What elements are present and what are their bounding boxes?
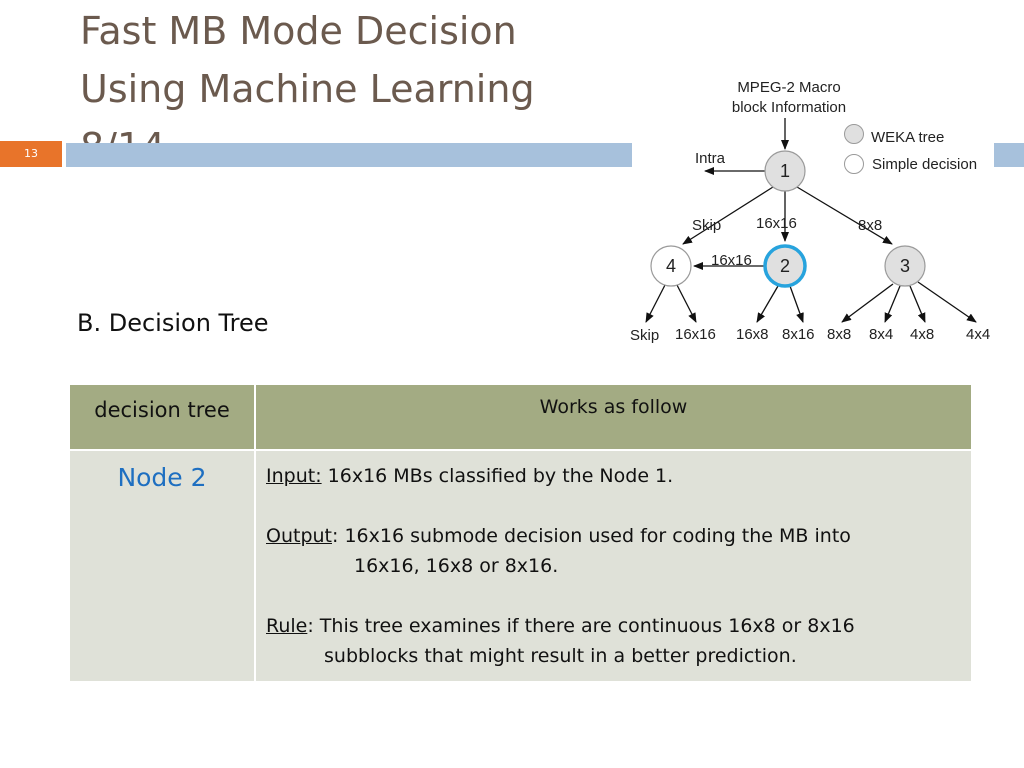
leaf-arrow-16x16 bbox=[676, 284, 697, 323]
leaf-16x8: 16x8 bbox=[736, 326, 769, 343]
node-4-label: 4 bbox=[666, 256, 676, 276]
slide-title: Fast MB Mode Decision Using Machine Lear… bbox=[80, 2, 640, 176]
node-1-label: 1 bbox=[780, 161, 790, 181]
node-3-circle bbox=[884, 245, 926, 287]
n1-to-n3-arrow bbox=[796, 186, 893, 245]
input-label-line-2: block Information bbox=[732, 99, 846, 116]
title-line-1: Fast MB Mode Decision bbox=[80, 9, 517, 53]
table-row: Node 2 Input: 16x16 MBs classified by th… bbox=[68, 449, 973, 683]
legend-weka-swatch bbox=[844, 124, 864, 144]
header-decision-tree: decision tree bbox=[68, 383, 256, 451]
leaf-4x4: 4x4 bbox=[966, 326, 990, 343]
slide-number: 13 bbox=[24, 147, 38, 160]
leaf-skip: Skip bbox=[630, 327, 659, 344]
leaf-16x16: 16x16 bbox=[675, 326, 716, 343]
node-4-circle bbox=[650, 245, 692, 287]
node-2-label: 2 bbox=[780, 256, 790, 276]
rule-continuation: subblocks that might result in a better … bbox=[324, 645, 797, 667]
output-text: : 16x16 submode decision used for coding… bbox=[332, 525, 851, 547]
input-paragraph: Input: 16x16 MBs classified by the Node … bbox=[266, 461, 961, 491]
leaf-8x8: 8x8 bbox=[827, 326, 851, 343]
legend-simple-label: Simple decision bbox=[872, 156, 977, 173]
node-cell: Node 2 bbox=[68, 449, 256, 683]
slide-number-band bbox=[0, 141, 62, 167]
edge-label-skip: Skip bbox=[692, 217, 721, 234]
rule-paragraph: Rule: This tree examines if there are co… bbox=[266, 611, 961, 671]
node-3-label: 3 bbox=[900, 256, 910, 276]
rule-label: Rule bbox=[266, 615, 308, 637]
description-cell: Input: 16x16 MBs classified by the Node … bbox=[254, 449, 973, 683]
leaf-8x16: 8x16 bbox=[782, 326, 815, 343]
edge-label-n1-to-n2: 16x16 bbox=[756, 215, 797, 232]
output-paragraph: Output: 16x16 submode decision used for … bbox=[266, 521, 961, 581]
edge-label-n2-to-n4: 16x16 bbox=[711, 252, 752, 269]
legend-simple-swatch bbox=[844, 154, 864, 174]
decision-tree-table: decision tree Works as follow Node 2 Inp… bbox=[68, 383, 973, 683]
output-label: Output bbox=[266, 525, 332, 547]
edge-label-intra: Intra bbox=[695, 150, 726, 167]
edge-label-n1-to-n3: 8x8 bbox=[858, 217, 882, 234]
header-works-as-follow: Works as follow bbox=[254, 383, 973, 451]
leaf-arrow-16x8 bbox=[756, 285, 779, 323]
leaf-arrow-4x4 bbox=[917, 281, 977, 323]
leaf-8x4: 8x4 bbox=[869, 326, 893, 343]
input-label-line-1: MPEG-2 Macro bbox=[737, 79, 840, 96]
leaf-arrow-8x8 bbox=[841, 283, 894, 323]
title-line-2: Using Machine Learning bbox=[80, 67, 535, 111]
leaf-arrow-skip bbox=[645, 284, 666, 323]
title-band-right bbox=[994, 143, 1024, 167]
legend-weka-label: WEKA tree bbox=[871, 129, 944, 146]
rule-text: : This tree examines if there are contin… bbox=[307, 615, 855, 637]
table-header-row: decision tree Works as follow bbox=[68, 383, 973, 451]
input-text: 16x16 MBs classified by the Node 1. bbox=[321, 465, 674, 487]
leaf-arrow-4x8 bbox=[909, 285, 926, 323]
output-continuation: 16x16, 16x8 or 8x16. bbox=[354, 555, 559, 577]
input-label: Input: bbox=[266, 465, 322, 487]
skip-arrow bbox=[682, 186, 774, 245]
leaf-arrow-8x16 bbox=[789, 285, 804, 323]
section-heading: B. Decision Tree bbox=[77, 309, 269, 337]
node-2-circle bbox=[763, 244, 807, 288]
node-1-circle bbox=[764, 150, 806, 192]
leaf-arrow-8x4 bbox=[884, 285, 901, 323]
title-band bbox=[66, 143, 632, 167]
leaf-4x8: 4x8 bbox=[910, 326, 934, 343]
